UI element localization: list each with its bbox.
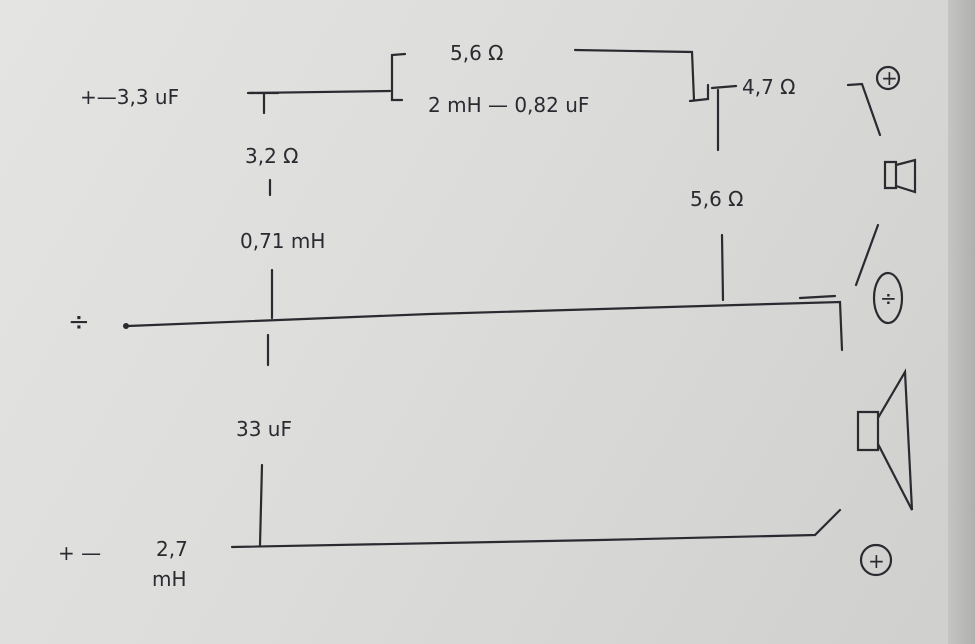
- tweeter-plus-terminal: +: [875, 65, 901, 91]
- wires: [126, 48, 882, 549]
- parallel-bracket-left: [390, 52, 407, 102]
- to-tweeter-plus: [846, 82, 882, 137]
- shunt-left: [266, 178, 274, 367]
- cap-lead: [258, 463, 264, 547]
- ground-to-tweeter: [798, 223, 880, 300]
- shunt-inductor-label: 0,71 mH: [240, 229, 325, 253]
- right-junction: [688, 83, 738, 152]
- woofer-plus-terminal: +: [859, 543, 893, 577]
- parallel-resistor-label: 5,6 Ω: [450, 41, 503, 65]
- shunt-resistor-label: 3,2 Ω: [245, 144, 298, 168]
- tweeter-input-label: +—3,3 uF: [80, 85, 179, 109]
- tweeter-minus-terminal: ÷: [872, 271, 904, 325]
- woofer-symbol: [856, 368, 914, 511]
- tweeter-plus-label: +: [881, 66, 898, 90]
- paper-edge: [948, 0, 975, 644]
- shunt-right: [720, 233, 725, 302]
- woofer-wire: [230, 508, 842, 549]
- tweeter-symbol: [883, 158, 917, 194]
- tweeter-minus-label: ÷: [880, 286, 897, 310]
- parallel-top: [573, 48, 696, 102]
- woofer-input-label: + —: [58, 541, 101, 565]
- ground-terminal-dot: [123, 323, 129, 329]
- woofer-cap-label: 33 uF: [236, 417, 292, 441]
- tick-t: [248, 91, 280, 115]
- ground-label: ÷: [68, 307, 90, 337]
- woofer-inductor-unit: mH: [152, 567, 187, 591]
- woofer-inductor-value: 2,7: [156, 537, 188, 561]
- woofer-plus-label: +: [868, 549, 885, 573]
- series-resistor-right-label: 4,7 Ω: [742, 75, 795, 99]
- ground-wire: [126, 300, 844, 352]
- series-lc-label: 2 mH — 0,82 uF: [428, 93, 589, 117]
- shunt-resistor-right-label: 5,6 Ω: [690, 187, 743, 211]
